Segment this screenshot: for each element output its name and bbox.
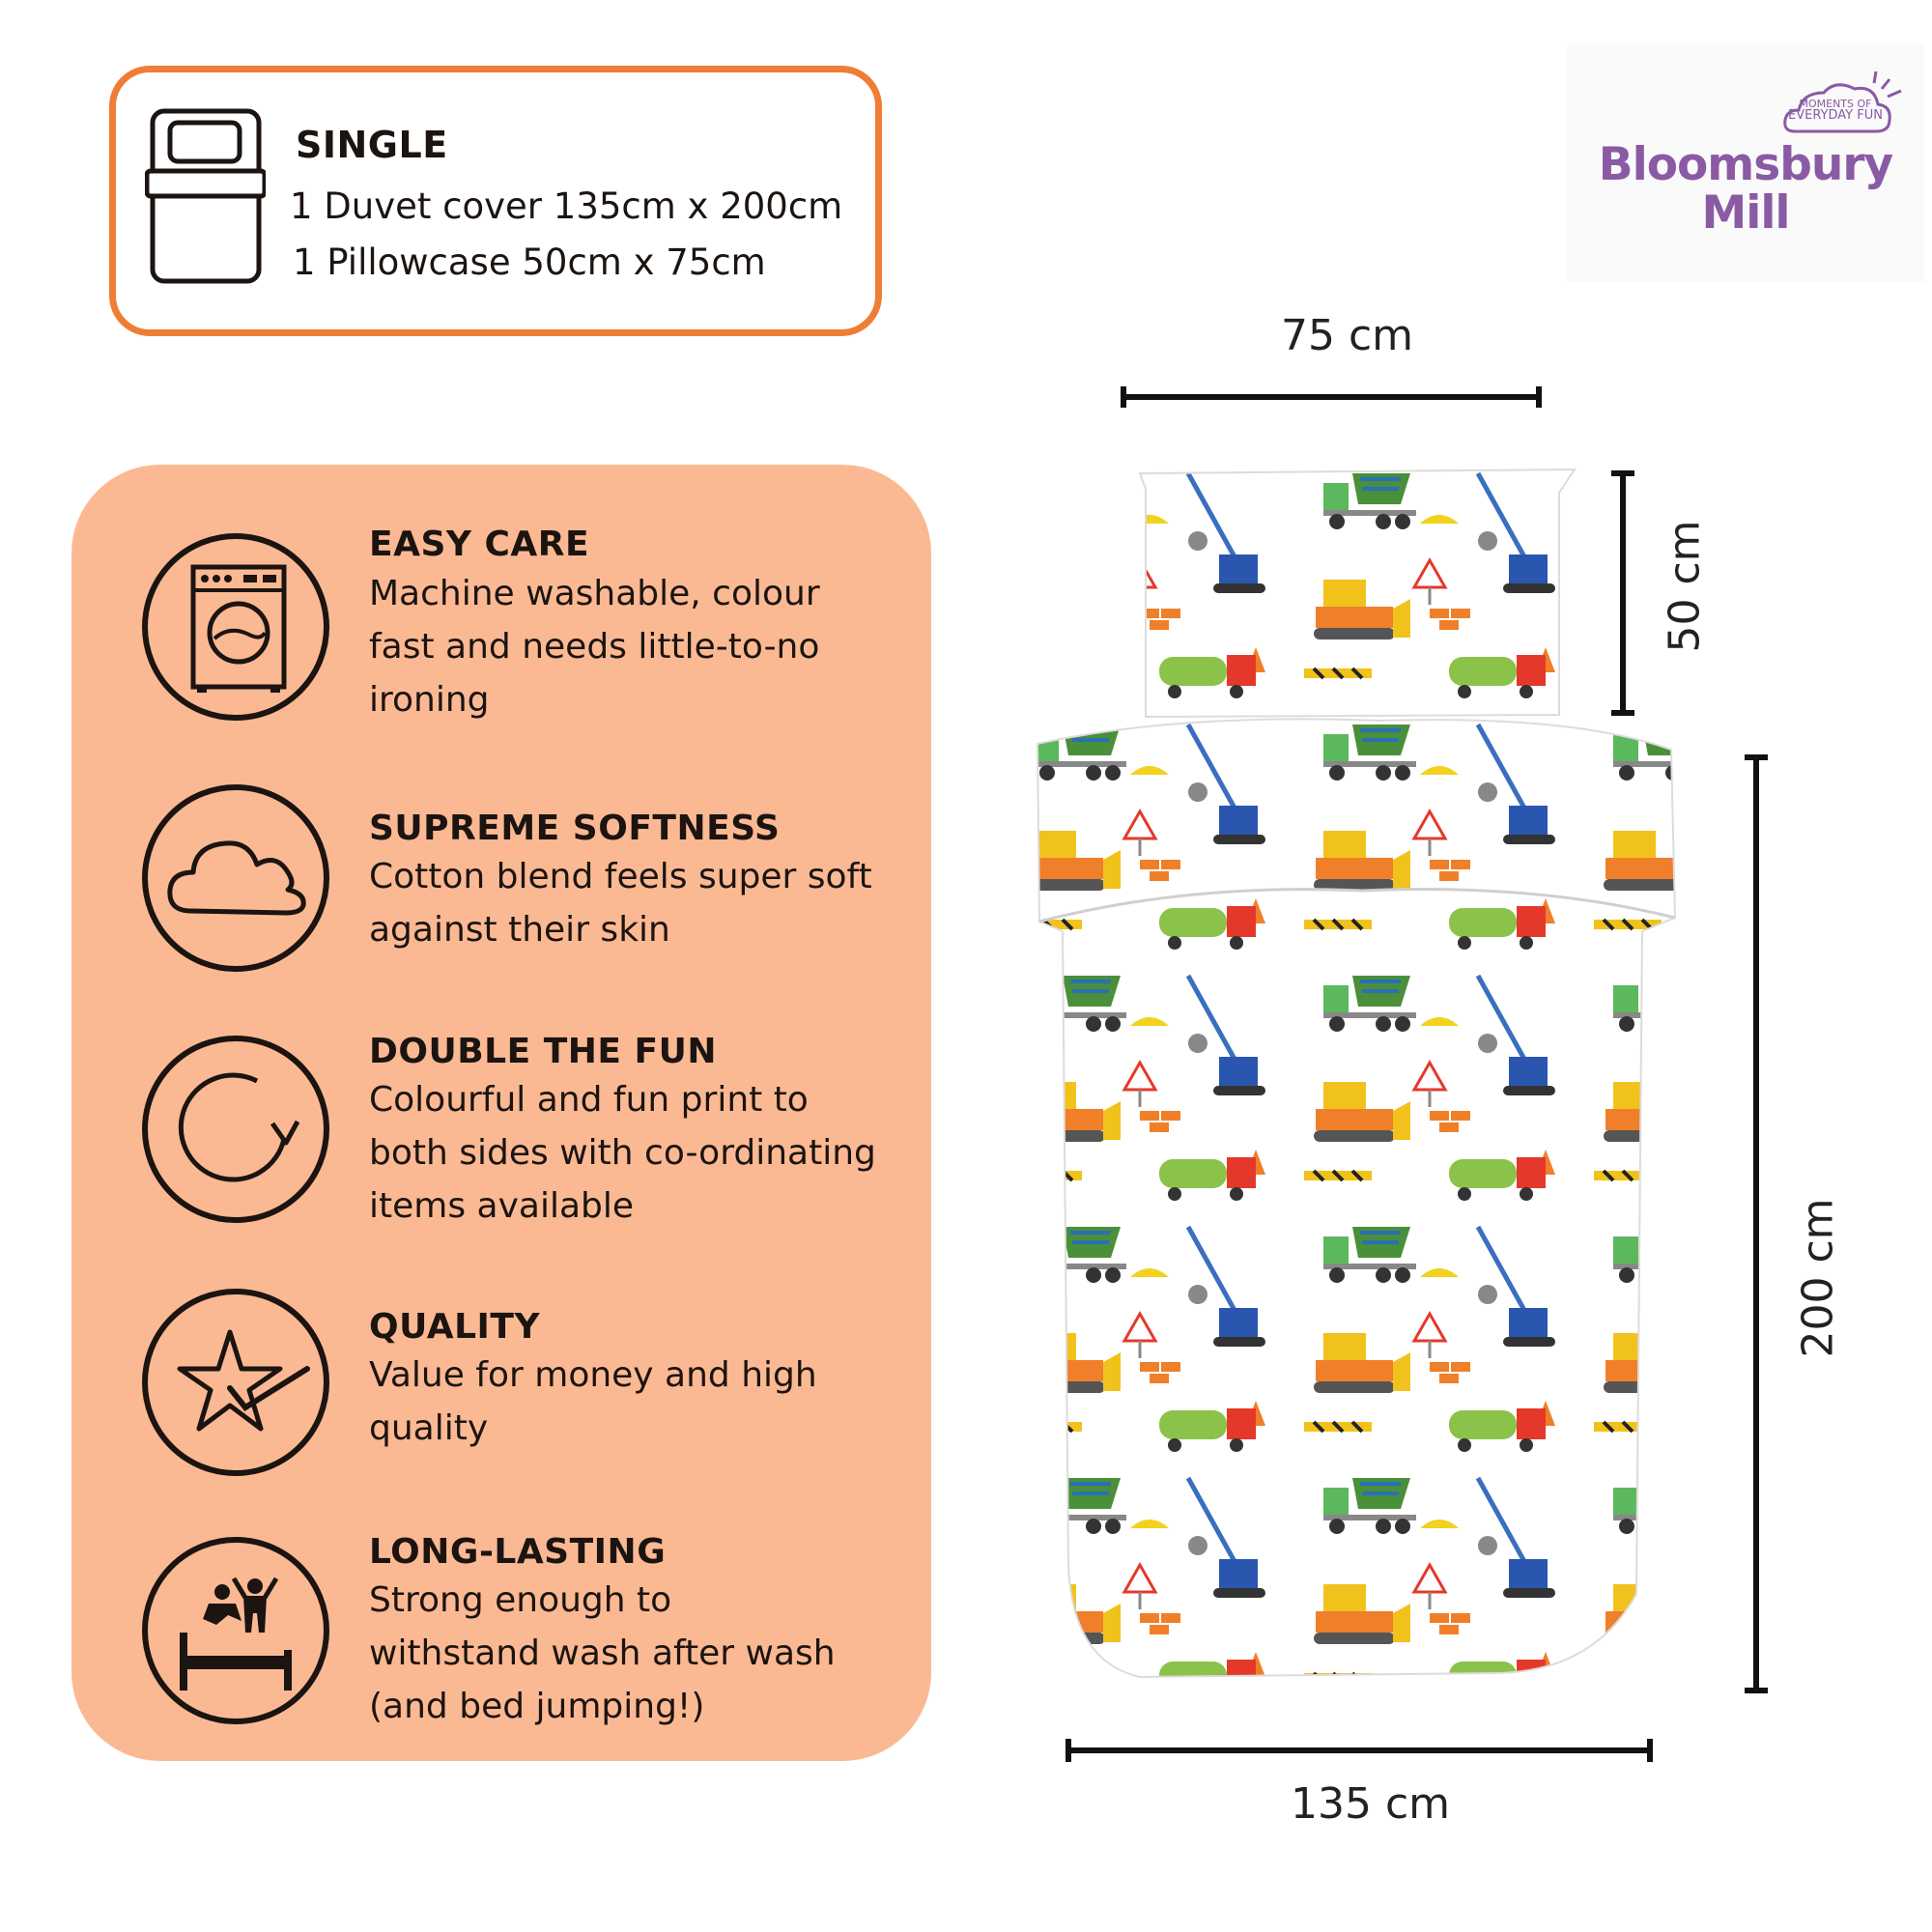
duvet-width-label: 135 cm [1291, 1779, 1451, 1829]
feature-desc-easy-care: Machine washable, colour fast and needs … [369, 567, 920, 726]
feature-desc-line: Cotton blend feels super soft [369, 857, 872, 896]
feature-title-easy-care: EASY CARE [369, 525, 590, 564]
refresh-arrow-icon [142, 1036, 329, 1223]
logo-tag-line: MOMENTS OF [1799, 98, 1872, 110]
pillowcase [1138, 468, 1577, 719]
duvet-cover [1036, 718, 1677, 1679]
feature-desc-line: Value for money and high [369, 1355, 817, 1395]
logo-tag-line: EVERYDAY FUN [1788, 108, 1883, 123]
feature-desc-quality: Value for money and high quality [369, 1349, 920, 1455]
logo-wordmark: Bloomsbury Mill [1591, 141, 1900, 238]
washing-machine-icon [142, 533, 329, 721]
feature-desc-line: withstand wash after wash [369, 1634, 836, 1673]
feature-desc-line: (and bed jumping!) [369, 1687, 705, 1726]
bed-jumping-icon [142, 1537, 329, 1724]
feature-title-supreme-softness: SUPREME SOFTNESS [369, 809, 781, 848]
features-panel: EASY CARE Machine washable, colour fast … [71, 465, 931, 1761]
single-bed-icon [145, 108, 266, 284]
cloud-logo-icon [1783, 71, 1902, 133]
feature-title-double-the-fun: DOUBLE THE FUN [369, 1032, 717, 1071]
feature-desc-double-the-fun: Colourful and fun print to both sides wi… [369, 1073, 920, 1233]
brand-logo: MOMENTS OF EVERYDAY FUN Bloomsbury Mill [1567, 44, 1924, 282]
pillow-height-label: 50 cm [1660, 520, 1710, 653]
logo-tagline: MOMENTS OF EVERYDAY FUN [1785, 98, 1886, 123]
duvet-size-text: 1 Duvet cover 135cm x 200cm [290, 185, 843, 227]
size-info-box [109, 66, 882, 336]
feature-desc-line: both sides with co-ordinating [369, 1133, 876, 1173]
feature-desc-line: items available [369, 1186, 635, 1226]
pillowcase-size-text: 1 Pillowcase 50cm x 75cm [293, 242, 766, 283]
cloud-icon [142, 784, 329, 972]
feature-title-long-lasting: LONG-LASTING [369, 1532, 667, 1572]
feature-desc-line: Strong enough to [369, 1580, 672, 1620]
logo-name-line: Bloomsbury [1598, 138, 1893, 191]
feature-desc-line: Machine washable, colour [369, 574, 820, 613]
size-title: SINGLE [296, 124, 448, 166]
feature-desc-supreme-softness: Cotton blend feels super soft against th… [369, 850, 920, 956]
duvet-height-label: 200 cm [1793, 1198, 1843, 1358]
feature-desc-line: ironing [369, 680, 490, 720]
pillow-width-label: 75 cm [1281, 311, 1414, 360]
feature-desc-line: quality [369, 1408, 489, 1448]
feature-desc-line: against their skin [369, 910, 670, 950]
feature-desc-line: fast and needs little-to-no [369, 627, 820, 667]
star-check-icon [142, 1289, 329, 1476]
feature-desc-long-lasting: Strong enough to withstand wash after wa… [369, 1574, 920, 1733]
feature-desc-line: Colourful and fun print to [369, 1080, 809, 1120]
logo-name-line: Mill [1701, 186, 1790, 240]
bedding-product-image [1036, 468, 1677, 1679]
feature-title-quality: QUALITY [369, 1307, 541, 1347]
